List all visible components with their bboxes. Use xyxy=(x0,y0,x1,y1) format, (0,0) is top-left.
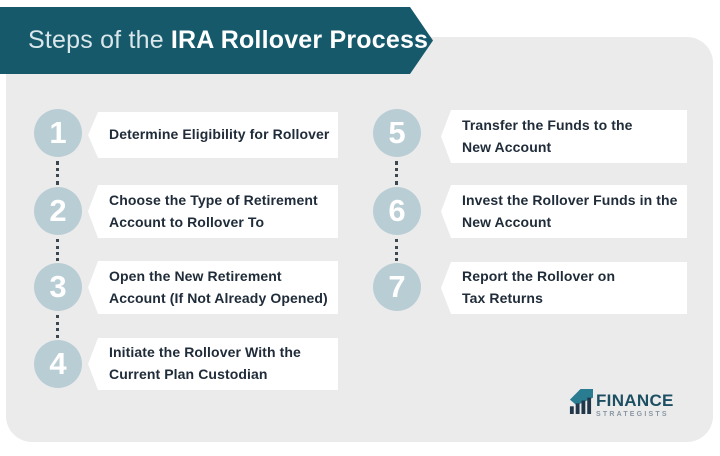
step-2-label-box: Choose the Type of Retirement Account to… xyxy=(88,185,338,238)
step-1-label: Determine Eligibility for Rollover xyxy=(109,126,330,143)
step-1-number: 1 xyxy=(49,115,67,150)
bar-chart-arrow-icon xyxy=(569,389,593,414)
finance-strategists-logo: FINANCE STRATEGISTS xyxy=(568,389,674,418)
step-3-number-badge: 3 xyxy=(34,263,82,311)
connector-dots-5-6 xyxy=(395,161,398,185)
step-2-number: 2 xyxy=(49,193,67,228)
connector-dots-6-7 xyxy=(395,239,398,261)
page-title-prefix: Steps of the xyxy=(28,26,164,54)
logo-secondary-text: STRATEGISTS xyxy=(596,411,669,418)
step-7-label-box: Report the Rollover on Tax Returns xyxy=(441,262,687,314)
step-5-number: 5 xyxy=(388,115,406,150)
step-3-label-box: Open the New Retirement Account (If Not … xyxy=(88,261,338,314)
step-2-label: Choose the Type of Retirement Account to… xyxy=(109,191,318,230)
step-6-number-badge: 6 xyxy=(373,187,421,235)
step-5-label: Transfer the Funds to the New Account xyxy=(462,116,633,155)
step-3-label: Open the New Retirement Account (If Not … xyxy=(109,267,328,306)
connector-dots-3-4 xyxy=(56,315,59,338)
step-6-number: 6 xyxy=(388,193,406,228)
step-6-label: Invest the Rollover Funds in the New Acc… xyxy=(462,191,678,230)
connector-dots-2-3 xyxy=(56,239,59,261)
step-2-number-badge: 2 xyxy=(34,187,82,235)
step-5-number-badge: 5 xyxy=(373,109,421,157)
step-4-number: 4 xyxy=(49,346,67,381)
logo-primary-text: FINANCE xyxy=(596,391,674,410)
step-1-number-badge: 1 xyxy=(34,109,82,157)
step-4-label-box: Initiate the Rollover With the Current P… xyxy=(88,338,338,390)
step-6-label-box: Invest the Rollover Funds in the New Acc… xyxy=(441,185,687,238)
step-7-number-badge: 7 xyxy=(373,263,421,311)
step-5-label-box: Transfer the Funds to the New Account xyxy=(441,110,687,163)
step-1-label-box: Determine Eligibility for Rollover xyxy=(88,112,338,158)
page-title-emphasis: IRA Rollover Process xyxy=(170,26,429,54)
step-7-label: Report the Rollover on Tax Returns xyxy=(462,268,616,306)
step-4-label: Initiate the Rollover With the Current P… xyxy=(109,344,301,382)
logo-wordmark: FINANCE STRATEGISTS xyxy=(596,389,674,418)
step-7-number: 7 xyxy=(388,269,406,304)
connector-dots-1-2 xyxy=(56,161,59,185)
step-4-number-badge: 4 xyxy=(34,340,82,388)
step-3-number: 3 xyxy=(49,269,67,304)
